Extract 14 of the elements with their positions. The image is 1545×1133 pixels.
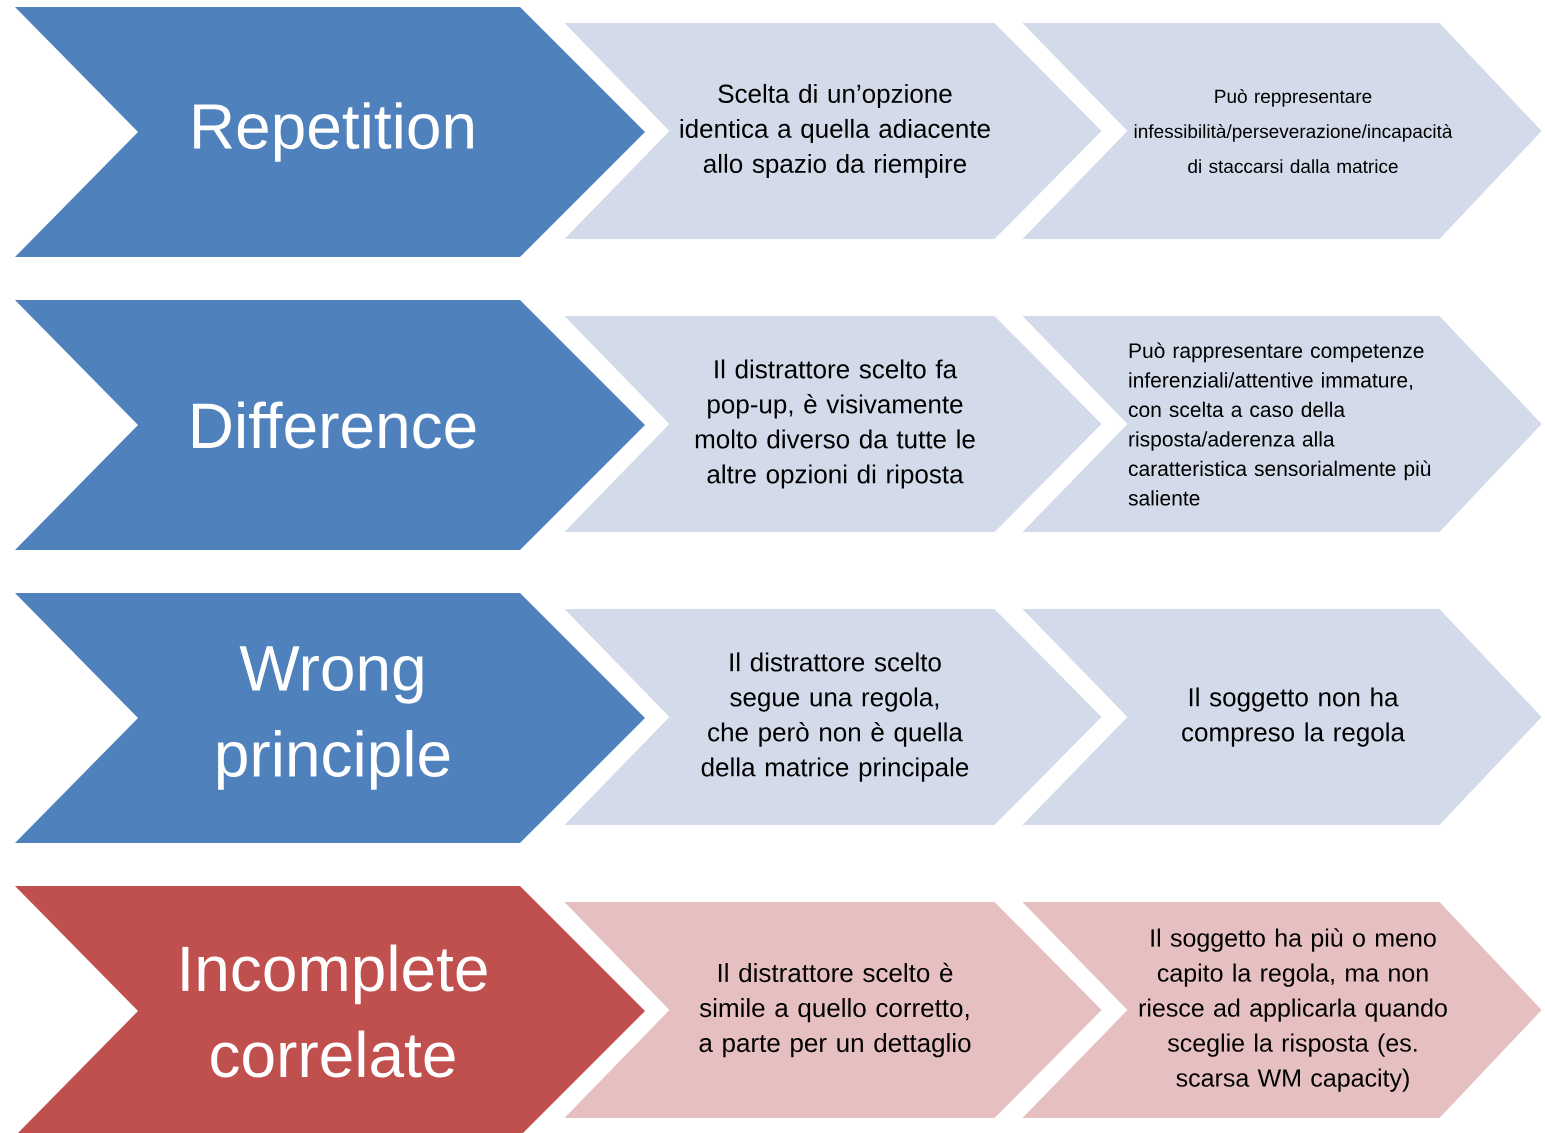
chevron-box: Il soggetto non ha compreso la regola bbox=[1017, 607, 1545, 827]
node-label: Può reppresentare infessibilità/perseverazione/incapacità di staccarsi dalla matrice bbox=[1134, 88, 1453, 174]
chevron-box: Può rappresentare competenze inferenziali/attentive immature, con scelta a caso della risposta/aderenza alla caratteristica sensorialmente più saliente bbox=[1017, 314, 1545, 534]
node-label: Può rappresentare competenze inferenziali/attentive immature, con scelta a caso della risposta/aderenza alla caratteristica sensorialmente più saliente bbox=[1128, 342, 1431, 506]
chevron-box: Repetition bbox=[15, 7, 645, 257]
node-label: Il soggetto ha più o meno capito la regola, ma non riesce ad applicarla quando sceglie la risposta (es. scarsa WM capacity) bbox=[1139, 928, 1447, 1092]
chevron-box: Difference bbox=[15, 300, 645, 550]
chevron-box: Incomplete correlate bbox=[15, 886, 645, 1133]
chevron-box: Wrong principle bbox=[15, 593, 645, 843]
node-label: Il soggetto non ha compreso la regola bbox=[1182, 687, 1405, 747]
node-label: Il distrattore scelto è simile a quello corretto, a parte per un dettaglio bbox=[699, 962, 971, 1058]
chevron-box: Il distrattore scelto è simile a quello corretto, a parte per un dettaglio bbox=[559, 900, 1105, 1120]
chevron-box: Può reppresentare infessibilità/perseverazione/incapacità di staccarsi dalla matrice bbox=[1017, 21, 1545, 241]
chevron-box: Il soggetto ha più o meno capito la regola, ma non riesce ad applicarla quando sceglie la risposta (es. scarsa WM capacity) bbox=[1017, 900, 1545, 1120]
